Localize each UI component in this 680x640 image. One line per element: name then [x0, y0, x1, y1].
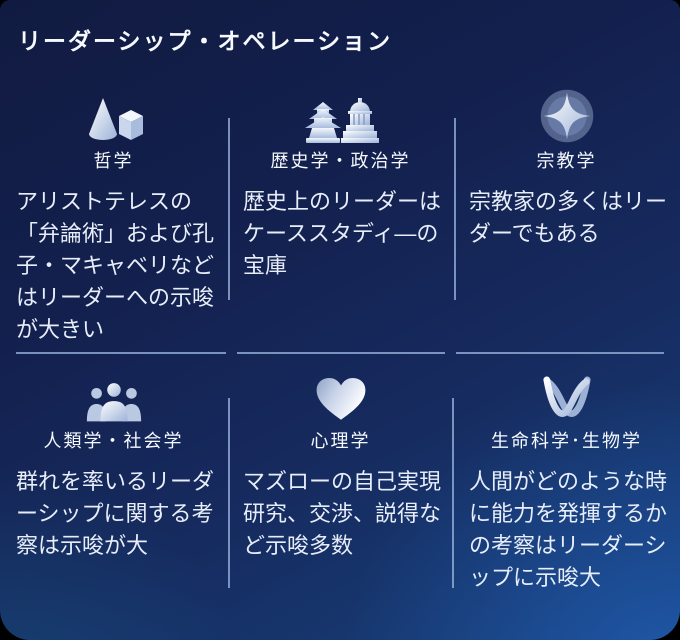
card-label: 生命科学･生物学	[491, 431, 642, 451]
card-psychology: 心理学 マズローの自己実現研究、交渉、説得など示唆多数	[227, 366, 454, 562]
card-body: 歴史上のリーダーはケーススタディ―の宝庫	[243, 189, 442, 278]
castle-parliament-icon	[227, 86, 454, 146]
vertical-divider	[452, 398, 454, 588]
card-body: 群れを率いるリーダーシップに関する考察は示唆が大	[16, 469, 215, 558]
card-life-science-biology: 生命科学･生物学 人間がどのような時に能力を発揮するかの考察はリーダーシップに示…	[453, 366, 680, 594]
card-history-politics: 歴史学・政治学 歴史上のリーダーはケーススタディ―の宝庫	[227, 86, 454, 282]
horizontal-divider	[456, 352, 664, 354]
people-group-icon	[0, 366, 227, 426]
card-body: マズローの自己実現研究、交渉、説得など示唆多数	[243, 469, 442, 558]
card-label: 宗教学	[536, 151, 597, 171]
horizontal-divider	[16, 352, 226, 354]
geometric-solids-icon	[0, 86, 227, 146]
card-anthropology-sociology: 人類学・社会学 群れを率いるリーダーシップに関する考察は示唆が大	[0, 366, 227, 562]
card-label: 心理学	[310, 431, 371, 451]
card-label: 哲学	[93, 151, 134, 171]
dna-double-helix-icon	[453, 366, 680, 426]
vertical-divider	[454, 118, 456, 300]
card-philosophy: 哲学 アリストテレスの「弁論術」および孔子・マキャベリなどはリーダーへの示唆が大…	[0, 86, 227, 346]
page-title: リーダーシップ・オペレーション	[18, 29, 393, 54]
four-pointed-star-icon	[453, 86, 680, 146]
card-label: 人類学・社会学	[43, 431, 184, 451]
vertical-divider	[228, 118, 230, 300]
heart-icon	[227, 366, 454, 426]
card-religion: 宗教学 宗教家の多くはリーダーでもある	[453, 86, 680, 250]
card-label: 歴史学・政治学	[270, 151, 411, 171]
card-body: 人間がどのような時に能力を発揮するかの考察はリーダーシップに示唆大	[469, 469, 668, 590]
card-body: 宗教家の多くはリーダーでもある	[469, 189, 668, 246]
card-body: アリストテレスの「弁論術」および孔子・マキャベリなどはリーダーへの示唆が大きい	[16, 189, 215, 342]
vertical-divider	[228, 398, 230, 588]
horizontal-divider	[237, 352, 445, 354]
